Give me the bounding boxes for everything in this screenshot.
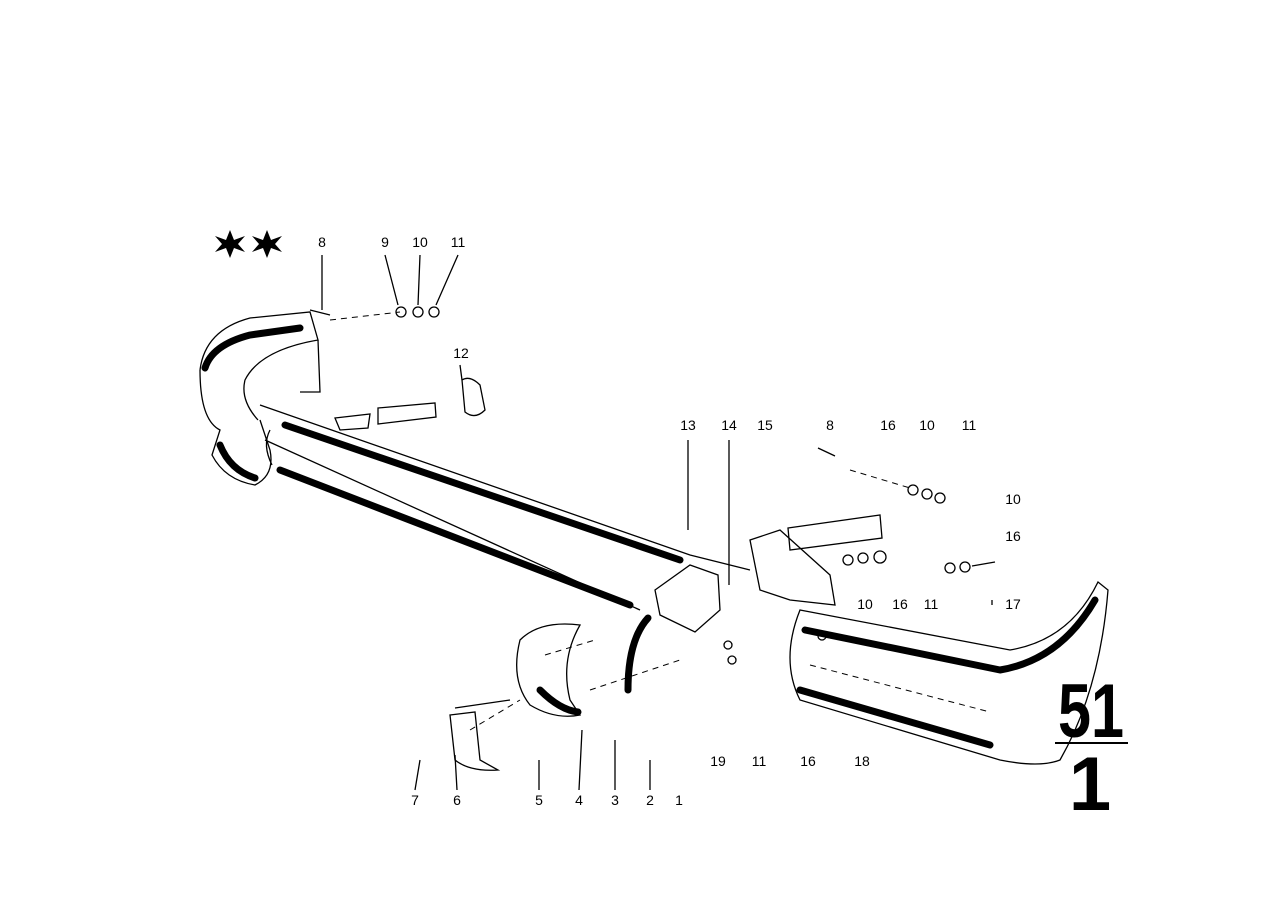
- callout: 16: [880, 417, 896, 433]
- callout: 3: [611, 792, 619, 808]
- callout: 16: [1005, 528, 1021, 544]
- star-icon: [215, 230, 245, 258]
- callout: 13: [680, 417, 696, 433]
- bumper-center-bar: [259, 404, 751, 611]
- callout: 9: [381, 234, 389, 250]
- mounting-brackets: [309, 254, 996, 791]
- callout: 12: [453, 345, 469, 361]
- callout: 10: [1005, 491, 1021, 507]
- callout: 11: [752, 753, 767, 769]
- callout: 18: [854, 753, 870, 769]
- group-number: 51 1: [1055, 669, 1128, 827]
- callout: 11: [924, 596, 939, 612]
- callout: 11: [962, 417, 977, 433]
- callout: 8: [826, 417, 834, 433]
- callout: 8: [318, 234, 326, 250]
- bumper-left-end: [199, 311, 321, 486]
- group-number-sub: 1: [1069, 742, 1111, 827]
- callouts-right-side: 10 16 10 16 11 17: [857, 491, 1021, 612]
- callout: 17: [1005, 596, 1021, 612]
- callout: 7: [411, 792, 419, 808]
- callout: 5: [535, 792, 543, 808]
- callouts-bottom-right: 19 11 16 18: [710, 753, 870, 769]
- callouts-top-left: 8 9 10 11 12: [318, 234, 469, 361]
- callout: 10: [919, 417, 935, 433]
- bumper-right-section: [789, 580, 1109, 765]
- callout: 10: [412, 234, 428, 250]
- callout: 16: [892, 596, 908, 612]
- callout: 15: [757, 417, 773, 433]
- callouts-bottom-left: 7 6 5 4 3 2 1: [411, 792, 683, 808]
- callout: 11: [451, 234, 466, 250]
- callout: 1: [675, 792, 683, 808]
- callout: 16: [800, 753, 816, 769]
- callout: 19: [710, 753, 726, 769]
- star-icon: [252, 230, 282, 258]
- group-number-main: 51: [1058, 669, 1124, 754]
- callout: 14: [721, 417, 737, 433]
- callout: 2: [646, 792, 654, 808]
- callouts-right-top: 13 14 15 8 16 10 11: [680, 417, 976, 433]
- callout: 6: [453, 792, 461, 808]
- callout: 10: [857, 596, 873, 612]
- callout: 4: [575, 792, 583, 808]
